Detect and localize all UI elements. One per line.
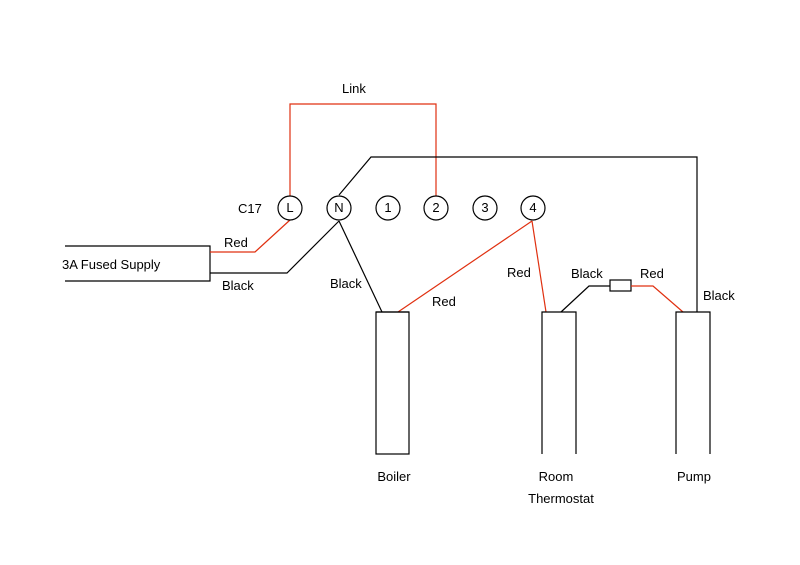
terminal-n: N xyxy=(326,195,352,221)
terminal-1: 1 xyxy=(375,195,401,221)
terminal-3-label: 3 xyxy=(481,200,488,215)
thermostat-black-label: Black xyxy=(571,266,603,281)
link-wire xyxy=(289,103,437,196)
pump-red-wire xyxy=(631,285,684,313)
terminal-1-label: 1 xyxy=(384,200,391,215)
boiler-cable xyxy=(375,311,410,455)
terminal-l: L xyxy=(277,195,303,221)
terminal-3: 3 xyxy=(472,195,498,221)
thermostat-red-label: Red xyxy=(507,265,531,280)
supply-cable-outline xyxy=(65,245,211,282)
resistor xyxy=(609,279,632,292)
thermostat-label-line2: Thermostat xyxy=(528,491,594,506)
neutral-pump-wire xyxy=(338,156,698,312)
terminal-n-label: N xyxy=(334,200,343,215)
terminal-4: 4 xyxy=(520,195,546,221)
boiler-red-label: Red xyxy=(432,294,456,309)
supply-black-wire xyxy=(210,220,340,274)
boiler-black-wire xyxy=(338,220,383,313)
terminal-2: 2 xyxy=(423,195,449,221)
pump-black-label: Black xyxy=(703,288,735,303)
supply-red-label: Red xyxy=(224,235,248,250)
terminal-2-label: 2 xyxy=(432,200,439,215)
thermostat-red-wire xyxy=(531,220,547,313)
pump-cable xyxy=(675,311,711,454)
boiler-black-label: Black xyxy=(330,276,362,291)
supply-label: 3A Fused Supply xyxy=(62,257,161,272)
terminal-l-label: L xyxy=(286,200,293,215)
terminal-4-label: 4 xyxy=(529,200,536,215)
supply-red-wire xyxy=(210,219,291,253)
boiler-label: Boiler xyxy=(377,469,411,484)
thermostat-label-line1: Room xyxy=(539,469,574,484)
pump-red-label: Red xyxy=(640,266,664,281)
boiler-red-wire xyxy=(397,220,533,313)
thermostat-cable xyxy=(541,311,577,454)
link-label: Link xyxy=(342,81,366,96)
supply-black-label: Black xyxy=(222,278,254,293)
pump-label: Pump xyxy=(677,469,711,484)
thermostat-black-wire xyxy=(560,285,610,313)
module-label: C17 xyxy=(238,201,262,216)
